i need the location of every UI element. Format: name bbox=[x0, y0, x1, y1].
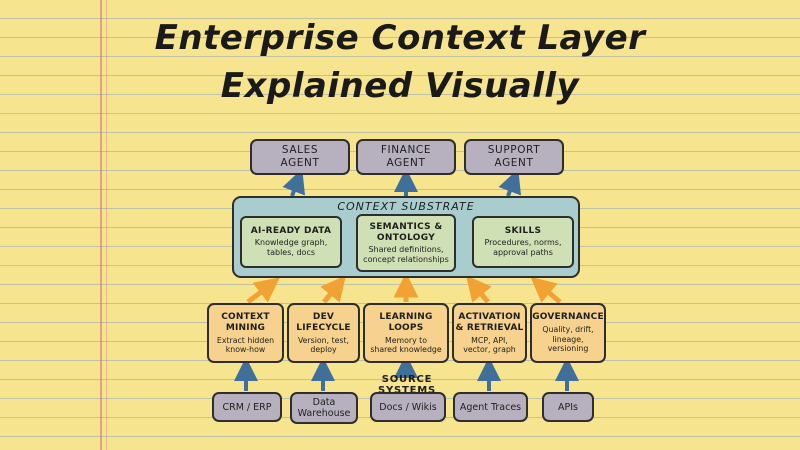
agent-traces-source-box: Agent Traces bbox=[453, 392, 528, 422]
arrow-activation-to-substrate bbox=[466, 275, 492, 304]
capability-heading: DEV LIFECYCLE bbox=[296, 311, 351, 333]
finance-agent-box: FINANCE AGENT bbox=[356, 139, 456, 175]
sales-agent-box: SALES AGENT bbox=[250, 139, 350, 175]
arrow-governance-to-substrate bbox=[530, 276, 562, 304]
block-detail: Knowledge graph, tables, docs bbox=[254, 238, 328, 257]
capability-heading: ACTIVATION & RETRIEVAL bbox=[455, 311, 524, 333]
capability-heading: GOVERNANCE bbox=[532, 312, 604, 323]
arrow-substrate-to-sales bbox=[282, 168, 306, 197]
source-label-text: Data Warehouse bbox=[297, 397, 351, 419]
diagram-title-line-1: Enterprise Context Layer bbox=[154, 18, 646, 58]
block-detail: Shared definitions, concept relationship… bbox=[363, 244, 449, 264]
semantics-ontology-block: SEMANTICS & ONTOLOGY Shared definitions,… bbox=[356, 214, 456, 272]
source-label-text: Docs / Wikis bbox=[379, 401, 437, 413]
capability-detail: Memory to shared knowledge bbox=[370, 335, 442, 355]
capability-detail: MCP, API, vector, graph bbox=[463, 335, 516, 355]
diagram-title-line-2: Explained Visually bbox=[220, 66, 580, 106]
block-heading: SKILLS bbox=[504, 226, 542, 236]
agent-label: SUPPORT AGENT bbox=[487, 144, 541, 169]
data-warehouse-source-box: Data Warehouse bbox=[290, 392, 358, 424]
block-heading: SEMANTICS & ONTOLOGY bbox=[369, 221, 443, 243]
capability-detail: Extract hidden know-how bbox=[216, 335, 275, 355]
crm-erp-source-box: CRM / ERP bbox=[212, 392, 282, 422]
capability-heading: CONTEXT MINING bbox=[221, 311, 270, 333]
source-systems-label: SOURCE SYSTEMS bbox=[377, 374, 437, 396]
activation-retrieval-box: ACTIVATION & RETRIEVAL MCP, API, vector,… bbox=[452, 303, 527, 363]
learning-loops-box: LEARNING LOOPS Memory to shared knowledg… bbox=[363, 303, 449, 363]
capability-detail: Version, test, deploy bbox=[297, 335, 350, 355]
source-label-text: APIs bbox=[558, 401, 578, 413]
block-heading: AI-READY DATA bbox=[250, 226, 332, 236]
arrow-lifecycle-to-substrate bbox=[320, 275, 346, 304]
ai-ready-data-block: AI-READY DATA Knowledge graph, tables, d… bbox=[240, 216, 342, 268]
substrate-title: CONTEXT SUBSTRATE bbox=[337, 200, 475, 213]
support-agent-box: SUPPORT AGENT bbox=[464, 139, 564, 175]
dev-lifecycle-box: DEV LIFECYCLE Version, test, deploy bbox=[287, 303, 360, 363]
notebook-margin-line bbox=[100, 0, 102, 450]
capability-detail: Quality, drift, lineage, versioning bbox=[542, 325, 594, 354]
arrow-substrate-to-support bbox=[498, 168, 522, 197]
skills-block: SKILLS Procedures, norms, approval paths bbox=[472, 216, 574, 268]
arrow-mining-to-substrate bbox=[246, 277, 280, 304]
docs-wikis-source-box: Docs / Wikis bbox=[370, 392, 446, 422]
agent-label: FINANCE AGENT bbox=[380, 144, 432, 169]
capability-heading: LEARNING LOOPS bbox=[379, 311, 433, 333]
context-mining-box: CONTEXT MINING Extract hidden know-how bbox=[207, 303, 284, 363]
agent-label: SALES AGENT bbox=[280, 144, 320, 169]
notebook-margin-line-inner bbox=[106, 0, 107, 450]
source-label-text: CRM / ERP bbox=[222, 401, 272, 413]
governance-box: GOVERNANCE Quality, drift, lineage, vers… bbox=[530, 303, 606, 363]
apis-source-box: APIs bbox=[542, 392, 594, 422]
block-detail: Procedures, norms, approval paths bbox=[484, 238, 562, 257]
source-label-text: Agent Traces bbox=[459, 401, 522, 413]
